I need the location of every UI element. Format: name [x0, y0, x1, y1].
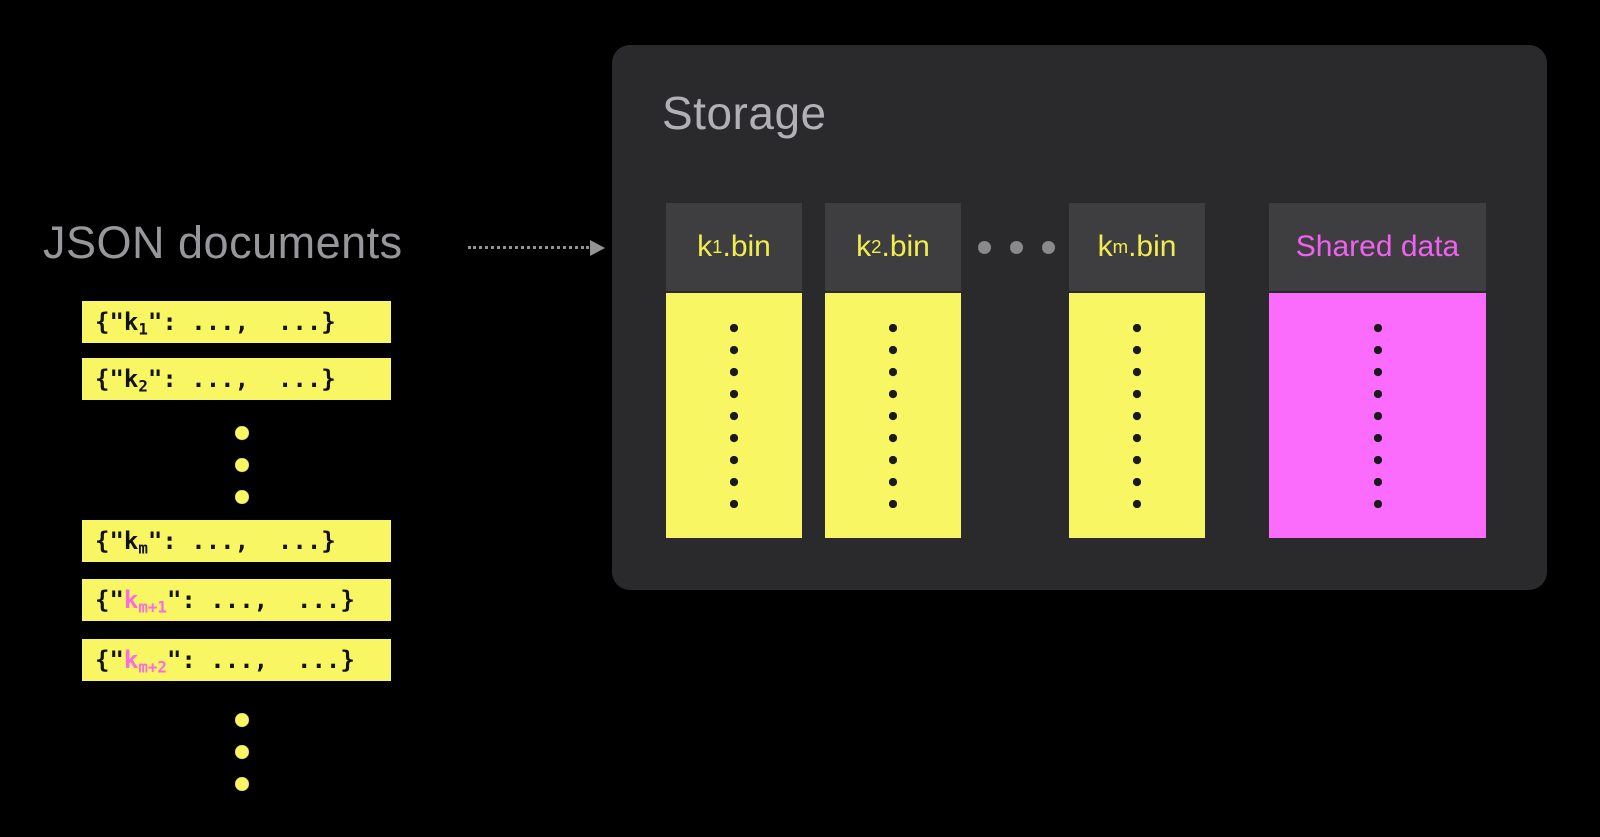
horizontal-ellipsis-icon [978, 241, 1056, 254]
json-doc-bar-km1: {"km+1": ..., ...} [82, 579, 391, 621]
json-doc-text: {"km+1": ..., ...} [95, 586, 355, 617]
storage-column-body-k1 [666, 293, 802, 538]
json-doc-text: {"km": ..., ...} [95, 527, 336, 558]
column-dots-icon [1373, 324, 1382, 508]
vertical-ellipsis-icon [235, 426, 249, 504]
arrow-head-icon [590, 240, 605, 256]
storage-column-body-k2 [825, 293, 961, 538]
json-documents-label: JSON documents [43, 217, 403, 268]
storage-column-header-shared-data: Shared data [1269, 203, 1486, 291]
json-doc-bar-k2: {"k2": ..., ...} [82, 358, 391, 400]
json-doc-text: {"km+2": ..., ...} [95, 646, 355, 677]
storage-column-body-km [1069, 293, 1205, 538]
vertical-ellipsis-icon [235, 713, 249, 791]
json-doc-text: {"k1": ..., ...} [95, 308, 336, 339]
arrow-dotted-line [468, 246, 589, 249]
json-doc-text: {"k2": ..., ...} [95, 365, 336, 396]
column-dots-icon [730, 324, 738, 508]
json-doc-bar-km2: {"km+2": ..., ...} [82, 639, 391, 681]
column-dots-icon [889, 324, 897, 508]
column-dots-icon [1133, 324, 1141, 508]
storage-title: Storage [662, 87, 827, 139]
json-doc-bar-k1: {"k1": ..., ...} [82, 301, 391, 343]
json-doc-bar-km: {"km": ..., ...} [82, 520, 391, 562]
arrow-json-to-storage [468, 238, 605, 258]
storage-column-body-shared-data [1269, 293, 1486, 538]
